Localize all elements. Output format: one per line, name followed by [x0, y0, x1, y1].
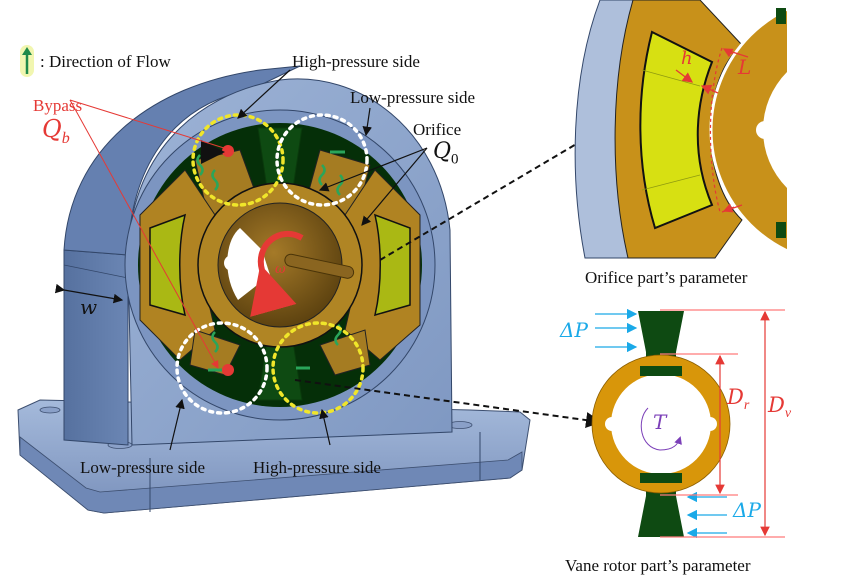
vane-rotor-detail-view	[591, 308, 785, 539]
leader-lines	[54, 69, 602, 451]
qb-subscript: b	[61, 129, 70, 147]
orifice-detail-view	[574, 0, 787, 259]
label-width-w: w	[80, 295, 98, 319]
caption-vane-rotor-parameter: Vane rotor part’s parameter	[565, 556, 751, 575]
rotor	[197, 182, 363, 348]
q0-subscript: 0	[451, 151, 459, 168]
label-h: h	[681, 48, 693, 69]
label-low-pressure-top: Low-pressure side	[350, 88, 476, 107]
low-pressure-zone-bottom	[175, 321, 269, 415]
high-pressure-zone-bottom	[271, 321, 365, 415]
low-pressure-zone-top	[275, 113, 369, 207]
dv-subscript: v	[784, 406, 792, 422]
dr-subscript: r	[743, 398, 750, 414]
rotation-arrow-icon	[250, 230, 304, 317]
label-high-pressure-top: High-pressure side	[292, 52, 420, 71]
label-bypass: Bypass	[33, 96, 83, 115]
label-Dr: Dr	[727, 385, 749, 414]
dv-symbol: D	[768, 393, 785, 417]
bypass-point-bottom	[222, 364, 234, 376]
legend-text: : Direction of Flow	[40, 52, 171, 71]
caption-orifice-parameter: Orifice part’s parameter	[585, 268, 748, 287]
label-delta-p-top: ΔP	[560, 318, 588, 342]
flow-direction-icon	[20, 45, 34, 77]
label-Dv: Dv	[768, 393, 791, 422]
label-omega: ω	[275, 262, 286, 277]
torque-arrow-icon	[640, 407, 682, 451]
dr-symbol: D	[727, 385, 744, 409]
label-bypass-flow: Qb	[42, 115, 70, 148]
label-high-pressure-bottom: High-pressure side	[253, 458, 381, 477]
q0-symbol: Q	[433, 139, 452, 164]
label-L: L	[738, 55, 752, 79]
label-orifice: Orifice	[413, 120, 462, 139]
pressure-zones	[175, 113, 369, 415]
label-torque: T	[653, 410, 667, 434]
bypass-point-top	[222, 145, 234, 157]
label-delta-p-bottom: ΔP	[733, 498, 761, 522]
label-low-pressure-bottom: Low-pressure side	[80, 458, 206, 477]
flow-markers	[196, 140, 345, 376]
label-orifice-flow: Q0	[433, 138, 459, 168]
qb-symbol: Q	[42, 115, 62, 143]
